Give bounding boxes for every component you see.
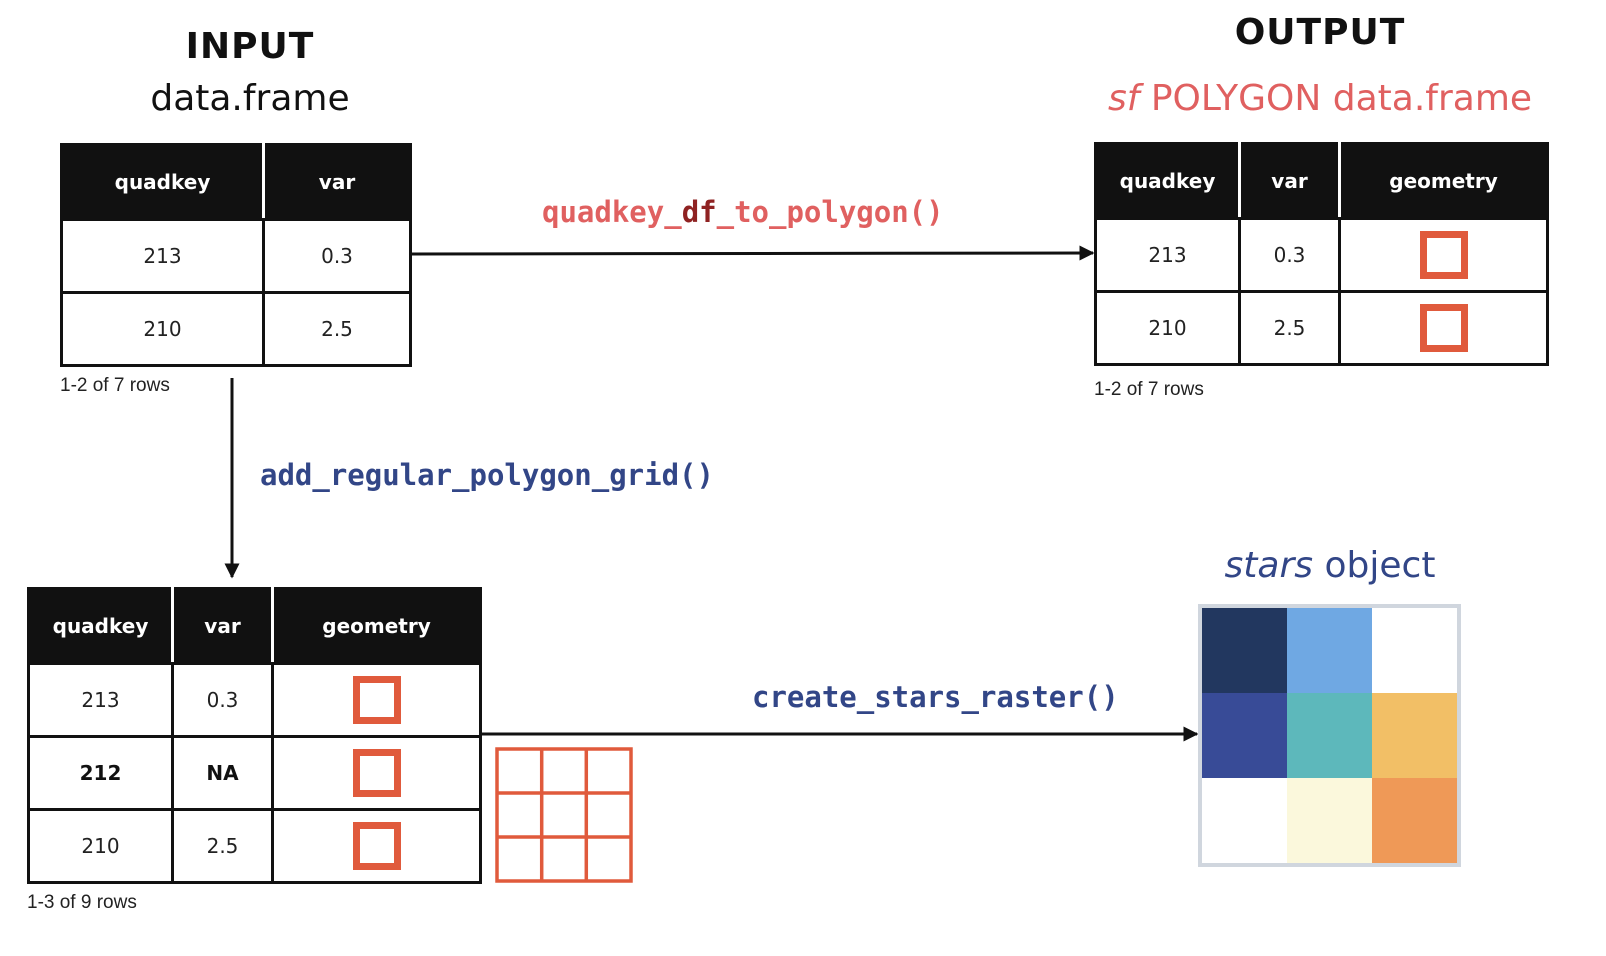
output-subheading-rest: POLYGON data.frame: [1150, 78, 1533, 119]
cell-quadkey: 210: [27, 808, 174, 884]
column-header-quadkey: quadkey: [27, 587, 174, 665]
stars-label: stars object: [1210, 545, 1450, 586]
raster-cell: [1372, 693, 1457, 778]
cell-var: 0.3: [1238, 217, 1341, 293]
function-add-regular-polygon-grid: add_regular_polygon_grid(): [260, 458, 714, 492]
polygon-square-icon: [352, 749, 401, 797]
raster-cell: [1287, 693, 1372, 778]
output-table: quadkey var geometry 213 0.3 210 2.5: [1094, 142, 1549, 366]
column-header-quadkey: quadkey: [60, 143, 265, 221]
cell-var: 0.3: [171, 662, 274, 738]
raster-cell: [1202, 693, 1287, 778]
table-row: 210 2.5: [1094, 290, 1549, 366]
polygon-square-icon: [352, 822, 401, 870]
raster-cell: [1372, 608, 1457, 693]
cell-var: NA: [171, 735, 274, 811]
input-heading: INPUT: [185, 26, 315, 67]
polygon-square-icon: [1419, 231, 1468, 279]
raster-cell: [1372, 778, 1457, 863]
cell-quadkey: 213: [1094, 217, 1241, 293]
cell-quadkey: 213: [60, 218, 265, 294]
grid-rows-note: 1-3 of 9 rows: [27, 892, 137, 913]
input-rows-note: 1-2 of 7 rows: [60, 375, 170, 396]
output-subheading: sf POLYGON data.frame: [1100, 78, 1540, 119]
table-row: 210 2.5: [27, 808, 482, 884]
table-row: 213 0.3: [27, 662, 482, 738]
stars-raster: [1198, 604, 1461, 867]
raster-cell: [1287, 608, 1372, 693]
input-table-header: quadkey var: [60, 143, 412, 221]
raster-cell: [1202, 778, 1287, 863]
raster-cell: [1202, 608, 1287, 693]
cell-geometry: [271, 662, 482, 738]
polygon-square-icon: [352, 676, 401, 724]
input-table: quadkey var 213 0.3 210 2.5: [60, 143, 412, 367]
column-header-geometry: geometry: [1338, 142, 1549, 220]
column-header-geometry: geometry: [271, 587, 482, 665]
polygon-square-icon: [1419, 304, 1468, 352]
cell-quadkey: 212: [27, 735, 174, 811]
column-header-var: var: [171, 587, 274, 665]
function-part-mid: df: [681, 195, 717, 229]
column-header-var: var: [262, 143, 412, 221]
cell-quadkey: 210: [1094, 290, 1241, 366]
table-row: 213 0.3: [1094, 217, 1549, 293]
cell-quadkey: 213: [27, 662, 174, 738]
output-heading: OUTPUT: [1234, 12, 1406, 53]
table-row: 213 0.3: [60, 218, 412, 294]
polygon-grid-icon: [495, 747, 633, 883]
column-header-quadkey: quadkey: [1094, 142, 1241, 220]
cell-var: 0.3: [262, 218, 412, 294]
table-row: 212 NA: [27, 735, 482, 811]
output-subheading-italic: sf: [1107, 78, 1140, 119]
function-part-post: _to_polygon(): [716, 195, 944, 229]
table-row: 210 2.5: [60, 291, 412, 367]
arrow-to-polygon: [408, 245, 1095, 261]
cell-geometry: [1338, 217, 1549, 293]
cell-geometry: [271, 735, 482, 811]
cell-quadkey: 210: [60, 291, 265, 367]
grid-table: quadkey var geometry 213 0.3 212 NA 210 …: [27, 587, 482, 884]
output-table-header: quadkey var geometry: [1094, 142, 1549, 220]
raster-cell: [1287, 778, 1372, 863]
column-header-var: var: [1238, 142, 1341, 220]
function-create-stars-raster: create_stars_raster(): [752, 680, 1119, 714]
cell-var: 2.5: [171, 808, 274, 884]
cell-geometry: [1338, 290, 1549, 366]
output-rows-note: 1-2 of 7 rows: [1094, 379, 1204, 400]
function-part-pre: quadkey_: [542, 195, 682, 229]
stars-label-rest: object: [1324, 545, 1436, 586]
input-subheading: data.frame: [150, 78, 350, 119]
cell-var: 2.5: [262, 291, 412, 367]
grid-table-header: quadkey var geometry: [27, 587, 482, 665]
function-quadkey-df-to-polygon: quadkey_df_to_polygon(): [542, 195, 944, 229]
cell-geometry: [271, 808, 482, 884]
stars-label-italic: stars: [1224, 545, 1314, 586]
cell-var: 2.5: [1238, 290, 1341, 366]
